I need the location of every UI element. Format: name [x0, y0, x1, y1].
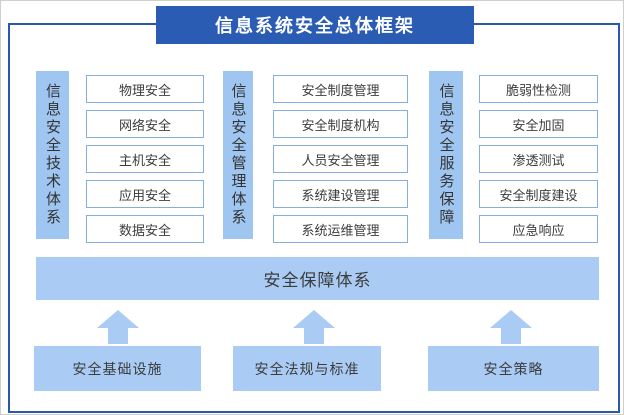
- arrow-stem: [501, 328, 521, 344]
- item-vulnerability-detection: 脆弱性检测: [479, 75, 598, 103]
- up-arrow-icon: [293, 310, 335, 344]
- item-security-hardening: 安全加固: [479, 110, 598, 138]
- item-host-security: 主机安全: [86, 145, 204, 173]
- arrow-head: [97, 310, 139, 328]
- item-application-security: 应用安全: [86, 180, 204, 208]
- arrow-stem: [108, 328, 128, 344]
- column-label-text: 信息安全服务保障: [437, 83, 455, 227]
- item-personnel-security-management: 人员安全管理: [273, 145, 408, 173]
- up-arrow-icon: [490, 310, 532, 344]
- item-penetration-testing: 渗透测试: [479, 145, 598, 173]
- column-items-technical: 物理安全 网络安全 主机安全 应用安全 数据安全: [86, 75, 204, 243]
- page-title-label: 信息系统安全总体框架: [215, 16, 415, 36]
- item-system-operation-management: 系统运维管理: [273, 215, 408, 243]
- column-label-text: 信息安全技术体系: [44, 83, 61, 227]
- up-arrow-icon: [97, 310, 139, 344]
- foundation-security-laws-standards: 安全法规与标准: [233, 346, 381, 391]
- foundation-security-strategy: 安全策略: [428, 346, 599, 391]
- item-network-security: 网络安全: [86, 110, 204, 138]
- arrow-head: [490, 310, 532, 328]
- column-label-management-system: 信息安全管理体系: [223, 71, 253, 239]
- column-label-service-assurance: 信息安全服务保障: [429, 71, 463, 239]
- column-items-management: 安全制度管理 安全制度机构 人员安全管理 系统建设管理 系统运维管理: [273, 75, 408, 243]
- item-physical-security: 物理安全: [86, 75, 204, 103]
- item-security-policy-organization: 安全制度机构: [273, 110, 408, 138]
- item-data-security: 数据安全: [86, 215, 204, 243]
- column-items-service: 脆弱性检测 安全加固 渗透测试 安全制度建设 应急响应: [479, 75, 598, 243]
- arrow-stem: [304, 328, 324, 344]
- item-system-construction-management: 系统建设管理: [273, 180, 408, 208]
- assurance-bar-label: 安全保障体系: [263, 271, 372, 290]
- arrow-head: [293, 310, 335, 328]
- security-assurance-system-bar: 安全保障体系: [36, 257, 599, 300]
- column-label-text: 信息安全管理体系: [229, 83, 247, 227]
- item-security-policy-construction: 安全制度建设: [479, 180, 598, 208]
- foundation-security-infrastructure: 安全基础设施: [34, 346, 201, 391]
- item-emergency-response: 应急响应: [479, 215, 598, 243]
- column-label-technical-system: 信息安全技术体系: [36, 71, 69, 239]
- page-title: 信息系统安全总体框架: [156, 6, 474, 44]
- item-security-policy-management: 安全制度管理: [273, 75, 408, 103]
